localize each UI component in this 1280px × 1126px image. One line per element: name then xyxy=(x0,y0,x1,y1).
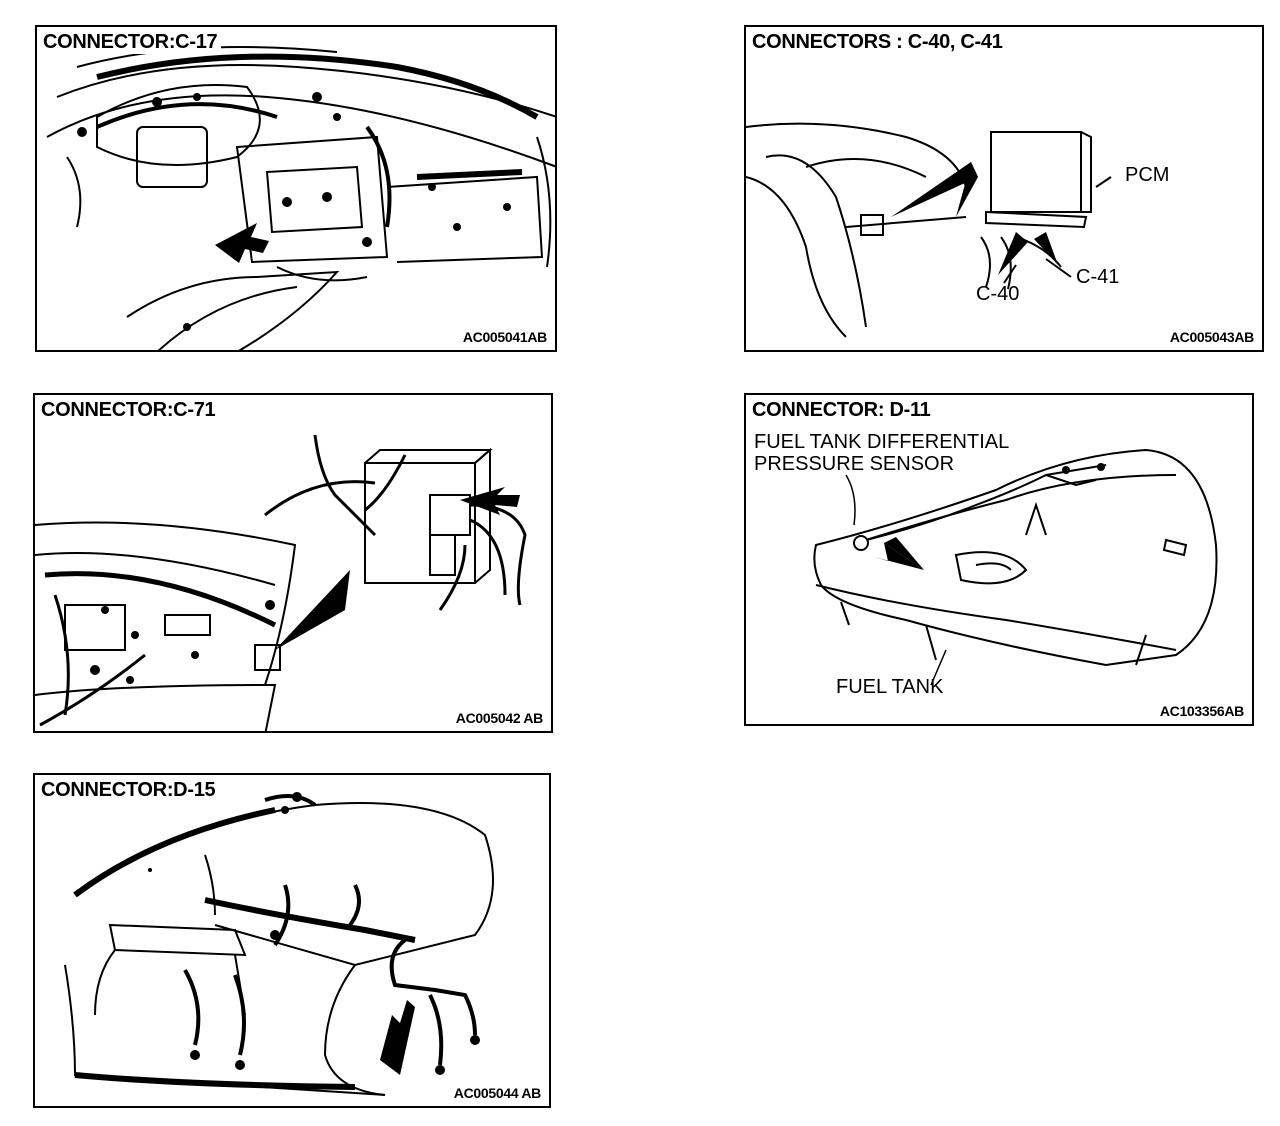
panel-title: CONNECTOR:C-17 xyxy=(43,31,222,54)
pcm-label: PCM xyxy=(1125,164,1170,186)
figure-code: AC005043AB xyxy=(1169,329,1254,345)
fuel-tank-label: FUEL TANK xyxy=(836,676,944,698)
sensor-label-line1: FUEL TANK DIFFERENTIAL xyxy=(754,431,1010,453)
panel-title: CONNECTOR: D-11 xyxy=(752,399,935,422)
sensor-label-line2: PRESSURE SENSOR xyxy=(754,453,955,475)
panel-title: CONNECTOR:D-15 xyxy=(41,779,220,802)
panel-connector-d15: CONNECTOR:D-15 AC005044 AB xyxy=(33,773,551,1108)
panel-title: CONNECTOR:C-71 xyxy=(41,399,220,422)
panel-connector-d11: CONNECTOR: D-11 FUEL TANK DIFFERENTIAL P… xyxy=(744,393,1254,726)
panel-connector-c17: CONNECTOR:C-17 AC0 xyxy=(35,25,557,352)
panel-connector-c71: CONNECTOR:C-71 xyxy=(33,393,553,733)
figure-code: AC005041AB xyxy=(462,329,547,345)
panel-title: CONNECTORS : C-40, C-41 xyxy=(752,31,1007,54)
instrument-panel-illustration xyxy=(35,434,527,731)
figure-code: AC005042 AB xyxy=(455,710,544,726)
fuel-tank-illustration xyxy=(813,448,1218,686)
c41-label: C-41 xyxy=(1076,266,1120,288)
dashboard-illustration xyxy=(46,46,555,350)
figure-code: AC103356AB xyxy=(1159,703,1244,719)
rear-floor-harness-illustration xyxy=(64,792,494,1096)
c40-label: C-40 xyxy=(976,283,1020,305)
pcm-illustration xyxy=(746,122,1112,338)
panel-connectors-c40-c41: CONNECTORS : C-40, C-41 PCM C-40 C-41 xyxy=(744,25,1264,352)
figure-code: AC005044 AB xyxy=(453,1085,542,1101)
